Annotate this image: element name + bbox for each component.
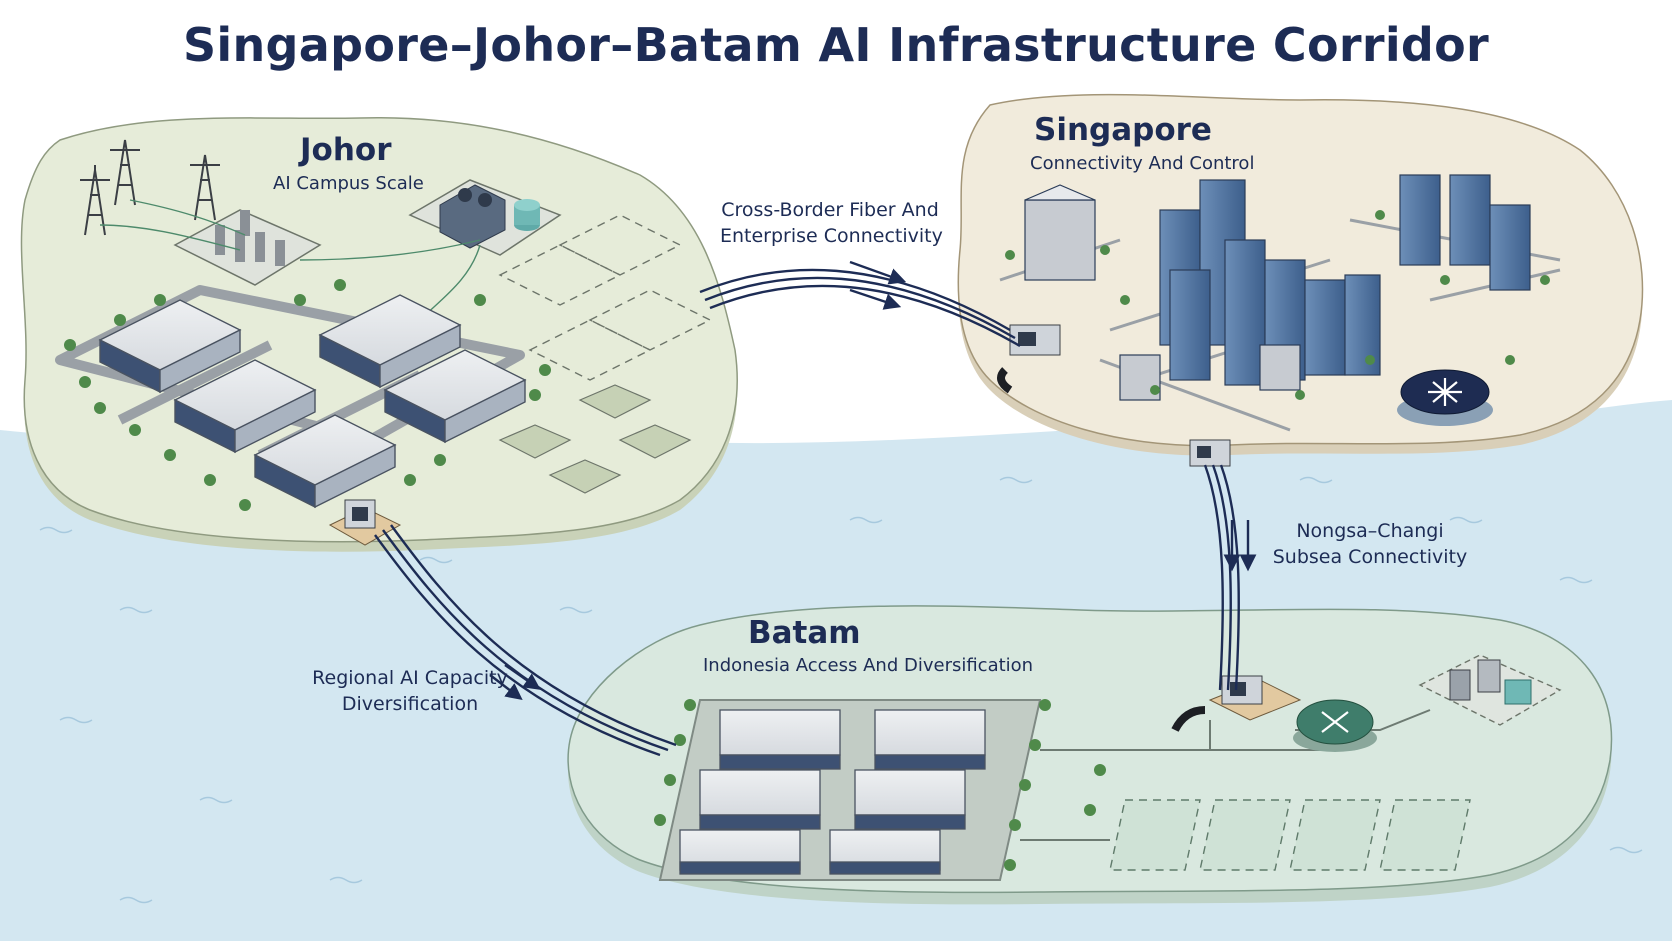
cooling-plant (408, 179, 562, 256)
batam-datacenter-halls (679, 709, 986, 875)
future-plots (498, 214, 712, 381)
johor-small-buildings (498, 384, 692, 494)
page-title: Singapore–Johor–Batam AI Infrastructure … (182, 18, 1489, 72)
singapore-control-hub-icon (1397, 369, 1493, 426)
batam-subtitle: Indonesia Access And Diversification (703, 655, 1034, 676)
fiber-link-singapore-batam (1203, 464, 1257, 691)
link-label-johor-singapore-line2: Enterprise Connectivity (720, 225, 943, 247)
link-label-singapore-batam-line2: Subsea Connectivity (1272, 546, 1468, 568)
singapore-name: Singapore (1034, 112, 1212, 148)
batam-island (567, 605, 1613, 905)
johor-datacenter-halls (98, 294, 527, 509)
johor-island (20, 117, 738, 552)
singapore-island (957, 93, 1644, 467)
link-label-johor-batam-line2: Diversification (341, 693, 479, 715)
singapore-subtitle: Connectivity And Control (1030, 153, 1255, 174)
link-label-johor-batam-line1: Regional AI Capacity (312, 667, 508, 689)
singapore-towers (1024, 174, 1531, 401)
batam-trees (654, 699, 1106, 871)
singapore-landing-station-icon (997, 324, 1231, 467)
batam-utility-yard (1418, 654, 1562, 726)
link-label-singapore-batam-line1: Nongsa–Changi (1296, 520, 1444, 542)
johor-name: Johor (300, 132, 392, 168)
substation (173, 209, 322, 286)
batam-router-hub-icon (1293, 699, 1377, 752)
fiber-link-johor-batam (374, 524, 677, 757)
johor-subtitle: AI Campus Scale (273, 173, 424, 194)
batam-name: Batam (748, 615, 861, 651)
link-label-johor-singapore-line1: Cross-Border Fiber And (721, 199, 939, 221)
link-label-johor-batam: Regional AI Capacity Diversification (300, 665, 520, 717)
batam-internal-links (1020, 709, 1431, 841)
johor-trees (64, 279, 551, 511)
singapore-trees (1005, 210, 1550, 400)
fiber-link-johor-singapore (699, 260, 1021, 348)
sea-ripples (39, 476, 1643, 904)
batam-future-plots (1109, 799, 1471, 871)
link-label-johor-singapore: Cross-Border Fiber And Enterprise Connec… (720, 197, 943, 249)
link-label-singapore-batam: Nongsa–Changi Subsea Connectivity (1270, 518, 1470, 570)
johor-landing-station-icon (328, 499, 402, 546)
power-pylon-icon (80, 139, 220, 236)
